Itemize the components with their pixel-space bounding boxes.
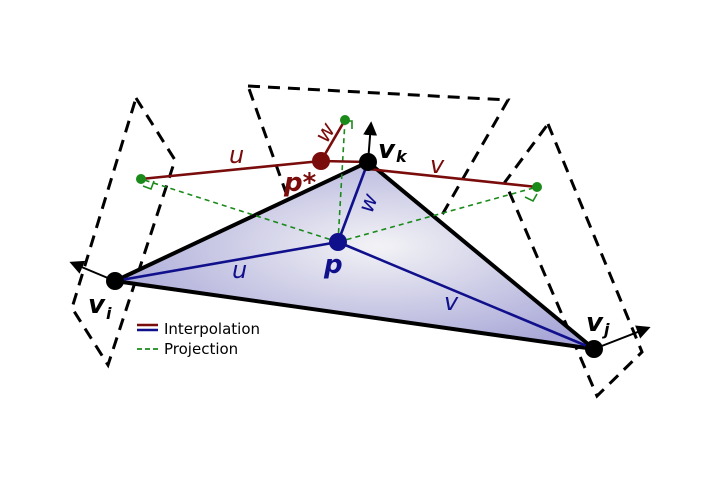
vertex-vi	[106, 272, 124, 290]
normal-arrow-vj	[593, 325, 651, 350]
vertex-vk	[359, 153, 377, 171]
legend-label-projection: Projection	[164, 340, 238, 358]
label-u-red: u	[229, 141, 244, 169]
label-w-red: w	[311, 118, 342, 147]
projection-point-k	[340, 115, 350, 125]
label-v-blue: v	[444, 288, 459, 316]
point-p	[329, 233, 347, 251]
label-u-blue: u	[232, 256, 247, 284]
label-v-red: v	[430, 151, 445, 179]
label-p-star: p*	[283, 168, 317, 198]
point-p-star	[312, 152, 330, 170]
plane-vi	[70, 94, 177, 369]
legend-label-interpolation: Interpolation	[164, 320, 260, 338]
legend: Interpolation Projection	[137, 320, 260, 358]
plane-vj	[503, 120, 644, 399]
label-p: p	[323, 250, 343, 280]
label-vj: vj	[586, 308, 610, 339]
triangle-face	[113, 160, 596, 351]
projection-point-i	[136, 174, 146, 184]
interpolation-lines-blue	[114, 161, 595, 351]
label-vk: vk	[378, 135, 408, 166]
label-vi: vi	[88, 290, 112, 323]
projection-point-j	[532, 182, 542, 192]
vertex-vj	[585, 340, 603, 358]
projection-lines	[140, 119, 538, 243]
